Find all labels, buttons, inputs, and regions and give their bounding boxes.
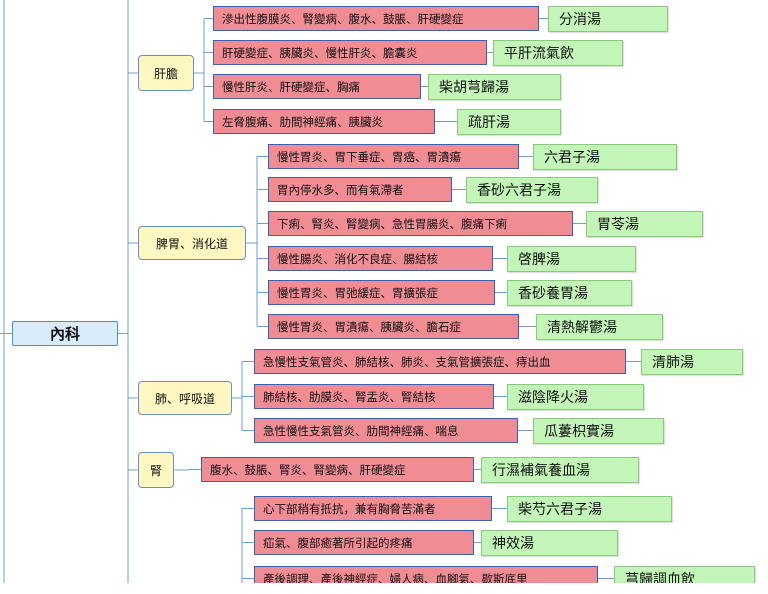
symptom-node[interactable]: 慢性腸炎、消化不良症、腸結核	[268, 246, 493, 271]
symptom-node[interactable]: 慢性胃炎、胃潰瘍、胰臟炎、膽石症	[268, 314, 519, 339]
formula-node[interactable]: 行濕補氣養血湯	[481, 456, 639, 483]
formula-node[interactable]: 香砂養胃湯	[507, 279, 632, 306]
symptom-node[interactable]: 急慢性支氣管炎、肺結核、肺炎、支氣管擴張症、痔出血	[254, 349, 626, 374]
formula-node[interactable]: 平肝流氣飲	[493, 39, 623, 66]
formula-node[interactable]: 疏肝湯	[457, 108, 561, 135]
formula-node[interactable]: 瓜蔞枳實湯	[533, 417, 664, 444]
root-topic-internal-medicine[interactable]: 內科	[12, 321, 118, 346]
symptom-node[interactable]: 慢性肝炎、肝硬變症、胸痛	[213, 74, 421, 99]
category-node[interactable]: 脾胃、消化道	[138, 226, 246, 260]
formula-node[interactable]: 啓脾湯	[507, 245, 636, 272]
formula-node[interactable]: 清熱解鬱湯	[536, 313, 663, 340]
category-node[interactable]: 肺、呼吸道	[138, 381, 232, 415]
symptom-node[interactable]: 胃內停水多、而有氣滯者	[268, 177, 452, 202]
viewport-edge	[0, 583, 768, 594]
formula-node[interactable]: 六君子湯	[533, 143, 677, 170]
symptom-node[interactable]: 左脅腹痛、肋間神經痛、胰臟炎	[213, 109, 435, 134]
formula-node[interactable]: 柴芍六君子湯	[507, 495, 672, 522]
formula-node[interactable]: 柴胡芎歸湯	[428, 73, 561, 100]
formula-node[interactable]: 神效湯	[481, 529, 618, 556]
symptom-node[interactable]: 肝硬變症、胰臟炎、慢性肝炎、膽囊炎	[213, 40, 487, 65]
symptom-node[interactable]: 心下部稍有抵抗，兼有胸脅苦滿者	[254, 496, 492, 521]
formula-node[interactable]: 胃苓湯	[586, 210, 703, 237]
symptom-node[interactable]: 腹水、鼓脹、腎炎、腎變病、肝硬變症	[201, 457, 474, 482]
symptom-node[interactable]: 滲出性腹膜炎、腎變病、腹水、鼓脹、肝硬變症	[213, 6, 539, 31]
symptom-node[interactable]: 慢性胃炎、胃下垂症、胃癌、胃潰瘍	[268, 144, 519, 169]
symptom-node[interactable]: 疝氣、腹部癒著所引起的疼痛	[254, 530, 474, 555]
formula-node[interactable]: 清肺湯	[641, 348, 743, 375]
category-node[interactable]: 腎	[138, 452, 174, 488]
formula-node[interactable]: 香砂六君子湯	[466, 176, 598, 203]
symptom-node[interactable]: 肺結核、肋膜炎、腎盂炎、腎結核	[254, 384, 494, 409]
symptom-node[interactable]: 慢性胃炎、胃弛緩症、胃擴張症	[268, 280, 495, 305]
symptom-node[interactable]: 急性慢性支氣管炎、肋間神經痛、喘息	[254, 418, 518, 443]
formula-node[interactable]: 分消湯	[548, 5, 668, 32]
category-node[interactable]: 肝膽	[138, 55, 194, 91]
symptom-node[interactable]: 下痢、腎炎、腎變病、急性胃腸炎、腹痛下痢	[268, 211, 573, 236]
formula-node[interactable]: 滋陰降火湯	[507, 383, 644, 410]
